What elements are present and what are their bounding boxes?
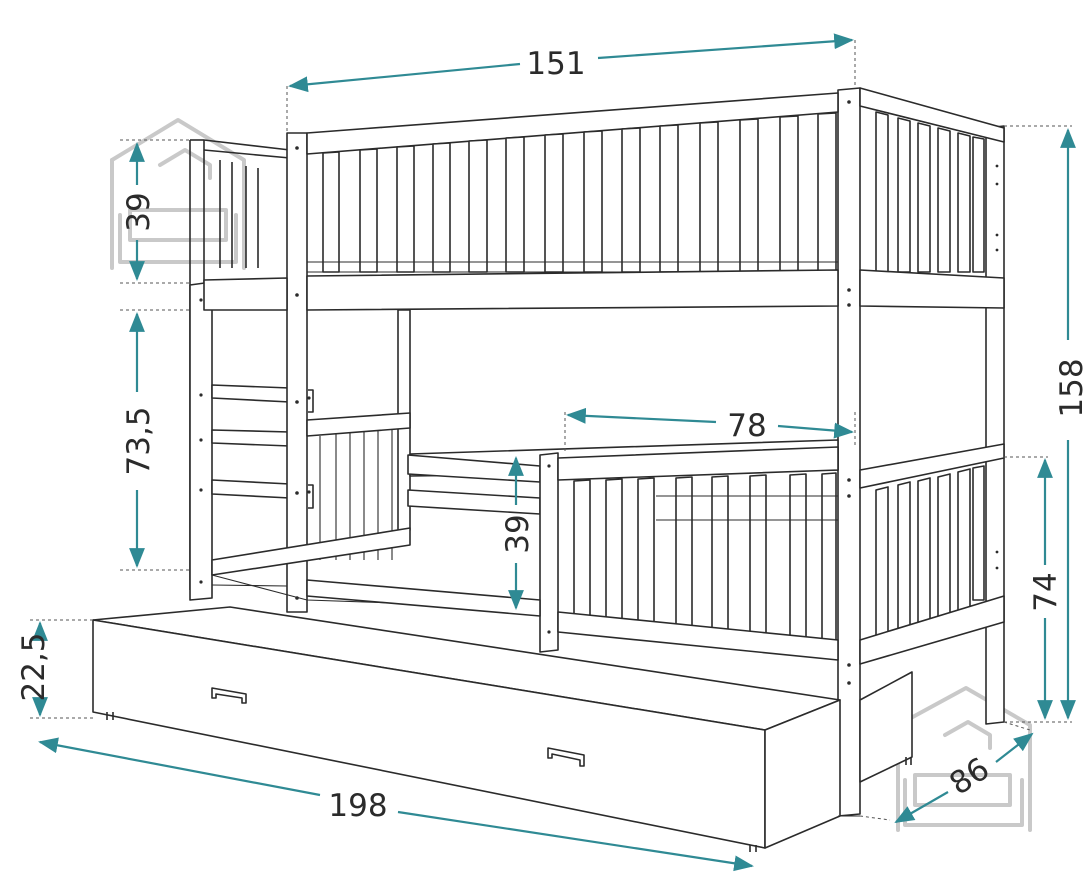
dimension-lines xyxy=(32,33,1076,872)
dim-label-rail-top: 39 xyxy=(121,192,157,231)
extension-lines xyxy=(30,40,1072,821)
top-end-slats xyxy=(875,111,985,273)
bunk-bed-frame xyxy=(92,87,1005,852)
dim-label-height-total: 158 xyxy=(1054,358,1089,417)
dim-label-depth: 86 xyxy=(943,751,996,803)
dim-label-drawer-height: 22,5 xyxy=(16,632,52,701)
dimension-labels: 151 158 39 73,5 78 39 74 22,5 198 86 xyxy=(16,46,1089,824)
dim-label-width-top: 151 xyxy=(526,46,585,82)
dim-label-gap-between-beds: 73,5 xyxy=(121,406,157,475)
dim-label-bottom-bed-height: 74 xyxy=(1028,572,1064,611)
dim-label-rail-bottom: 39 xyxy=(500,514,536,553)
dim-label-length: 198 xyxy=(328,788,387,824)
dim-label-bottom-side-width: 78 xyxy=(727,408,766,444)
top-rail-slats xyxy=(322,112,837,273)
drawer xyxy=(92,606,913,852)
bottom-rail-slats xyxy=(573,472,837,646)
bottom-end-slats xyxy=(875,465,985,643)
